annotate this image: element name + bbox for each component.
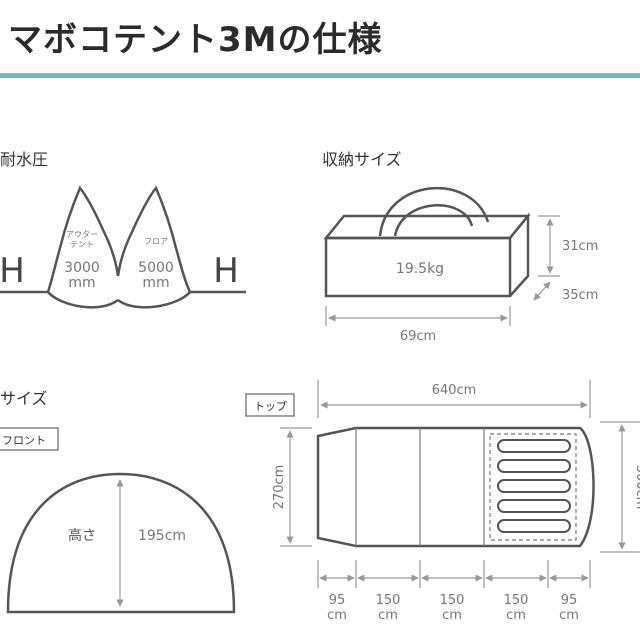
sleeping-bags bbox=[497, 439, 571, 533]
storage-dimension-lines bbox=[325, 215, 560, 326]
segment-dimension-lines bbox=[317, 560, 591, 588]
bag-width-dim: 69cm bbox=[400, 329, 436, 344]
drop-bottom-right bbox=[117, 291, 191, 309]
floor-unit: mm bbox=[142, 275, 169, 291]
segment-1-unit: cm bbox=[327, 608, 347, 623]
top-view-tag-box bbox=[245, 393, 295, 417]
bag-handle-inner bbox=[393, 204, 474, 237]
floor-value: 5000 bbox=[138, 260, 174, 276]
outer-tent-unit: mm bbox=[68, 275, 95, 291]
drop-bottom-left bbox=[47, 291, 119, 309]
segment-1-value: 95 bbox=[329, 593, 346, 608]
top-length-dim: 640cm bbox=[432, 383, 477, 398]
inner-tent-dashed-area bbox=[489, 433, 577, 541]
segment-5-unit: cm bbox=[559, 608, 579, 623]
outer-tent-value: 3000 bbox=[64, 260, 100, 276]
size-heading: サイズ bbox=[0, 389, 48, 408]
top-width-270-dim: 270cm bbox=[272, 465, 287, 510]
segment-5-value: 95 bbox=[561, 593, 578, 608]
front-height-value: 195cm bbox=[138, 528, 186, 544]
h-letter-right: H bbox=[213, 251, 239, 291]
water-pressure-heading: 耐水圧 bbox=[0, 150, 49, 169]
bag-front-face bbox=[324, 236, 512, 298]
outer-tent-label-line2: テント bbox=[70, 240, 94, 249]
water-pressure-diagram bbox=[0, 185, 246, 309]
storage-bag-drawing bbox=[323, 186, 531, 298]
front-height-label: 高さ bbox=[68, 527, 96, 544]
segment-2-value: 150 bbox=[376, 593, 401, 608]
storage-size-heading: 収納サイズ bbox=[322, 150, 402, 169]
bag-side-face bbox=[509, 212, 530, 297]
segment-3-value: 150 bbox=[440, 593, 465, 608]
top-view-dimension-lines bbox=[280, 380, 640, 553]
top-width-300-dim: 300cm bbox=[633, 465, 640, 510]
page-title: マボコテント3Mの仕様 bbox=[8, 20, 383, 60]
floor-label: フロア bbox=[144, 237, 168, 246]
bag-depth-dim: 35cm bbox=[562, 288, 598, 303]
tent-plan-outline bbox=[316, 426, 595, 548]
top-view-tag: トップ bbox=[254, 400, 287, 413]
outer-tent-label-line1: アウター bbox=[66, 230, 98, 239]
title-underline bbox=[0, 73, 640, 78]
water-drop-outline bbox=[40, 185, 205, 294]
segment-2-unit: cm bbox=[378, 608, 398, 623]
bag-top-face bbox=[323, 214, 531, 240]
bag-weight: 19.5kg bbox=[396, 261, 444, 277]
segment-4-unit: cm bbox=[506, 608, 526, 623]
segment-labels: 95 cm 150 cm 150 cm 150 cm 95 cm bbox=[327, 593, 579, 623]
segment-4-value: 150 bbox=[504, 593, 529, 608]
bag-height-dim: 31cm bbox=[562, 239, 598, 254]
front-view-tag: フロント bbox=[2, 434, 46, 447]
front-dome-outline bbox=[6, 472, 236, 614]
front-view-tag-box bbox=[0, 427, 59, 451]
segment-3-unit: cm bbox=[442, 608, 462, 623]
h-letter-left: H bbox=[0, 251, 25, 291]
tent-plan-internals bbox=[355, 428, 577, 546]
